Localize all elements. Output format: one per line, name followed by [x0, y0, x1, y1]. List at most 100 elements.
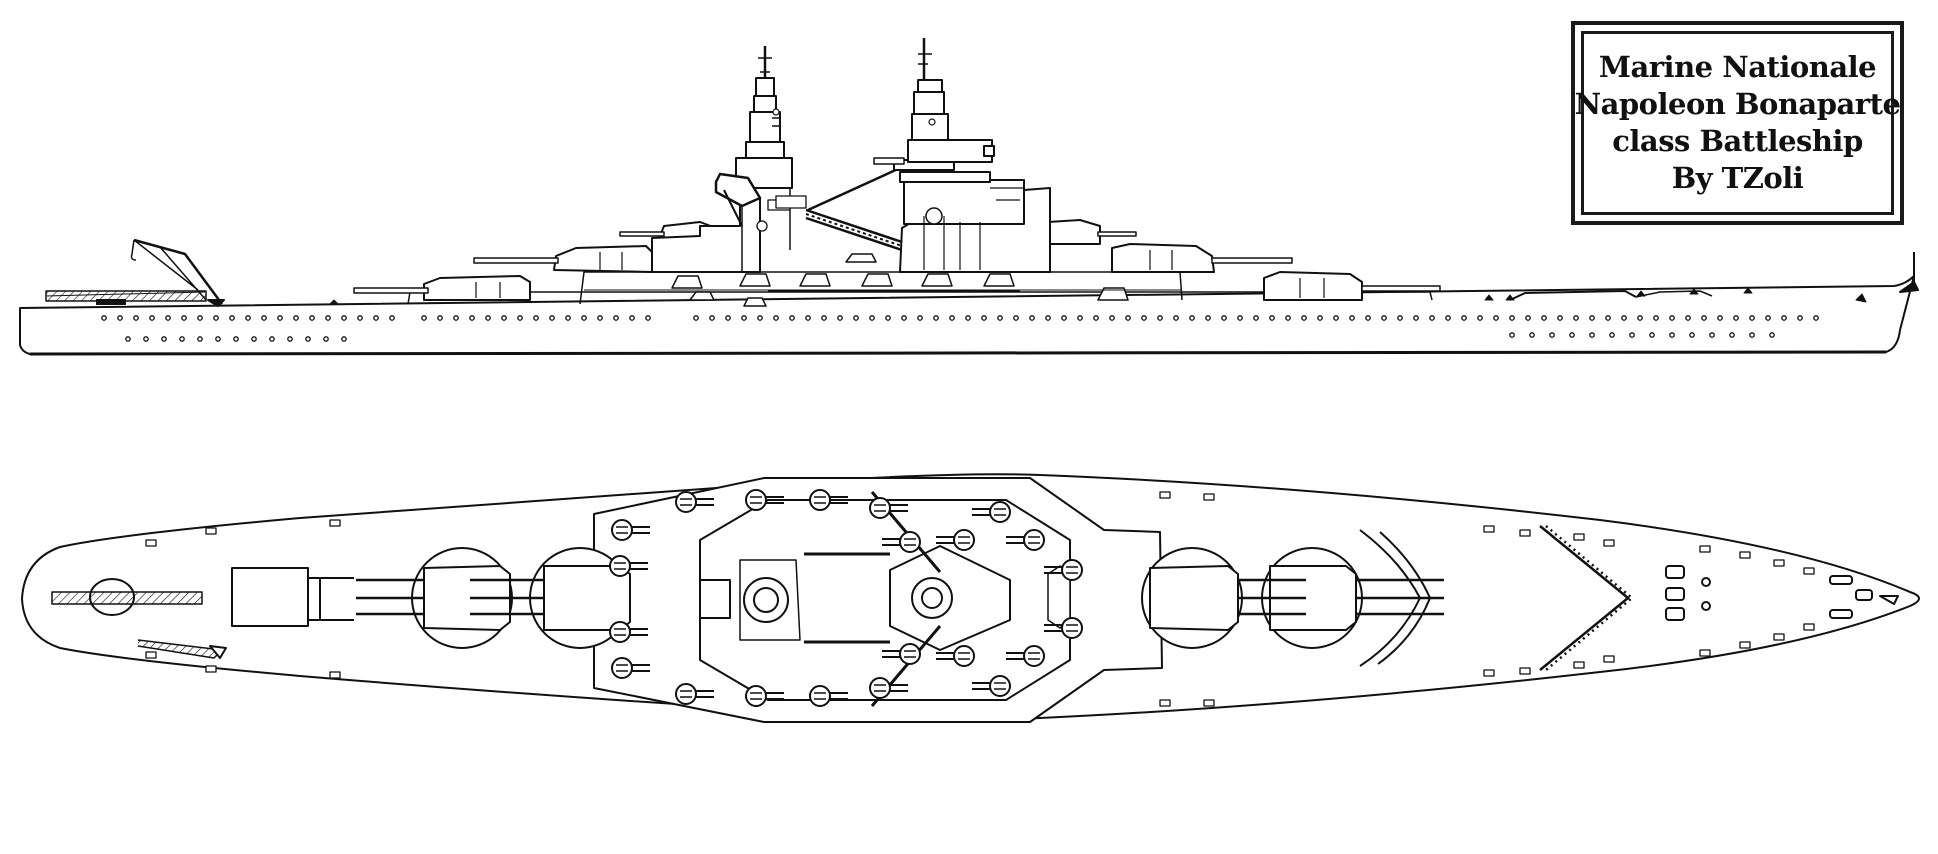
porthole [853, 315, 859, 321]
aa-mount [675, 683, 714, 705]
porthole [1141, 315, 1147, 321]
side-turret-fwd-lower [1263, 271, 1441, 301]
porthole [125, 336, 131, 342]
side-turret-aft-lower [353, 275, 531, 301]
porthole [1709, 332, 1715, 338]
porthole [325, 315, 331, 321]
top-plan-view [21, 473, 1920, 723]
porthole [1669, 315, 1675, 321]
aa-mount [745, 685, 784, 707]
porthole [1669, 332, 1675, 338]
aa-mount [609, 621, 648, 643]
deck-fitting [1203, 493, 1215, 501]
porthole [1629, 332, 1635, 338]
porthole [453, 315, 459, 321]
porthole [1637, 315, 1643, 321]
porthole [1269, 315, 1275, 321]
porthole [1549, 332, 1555, 338]
aa-mount [809, 489, 848, 511]
porthole [709, 315, 715, 321]
porthole [613, 315, 619, 321]
porthole [981, 315, 987, 321]
aa-mount [936, 645, 975, 667]
aa-mount [882, 643, 921, 665]
deck-fitting [1603, 539, 1615, 547]
porthole [1477, 315, 1483, 321]
porthole [1189, 315, 1195, 321]
porthole [933, 315, 939, 321]
porthole [789, 315, 795, 321]
porthole [1365, 315, 1371, 321]
side-aft-tower [651, 46, 807, 273]
porthole [1285, 315, 1291, 321]
deck-fitting [1483, 669, 1495, 677]
aa-mount [1044, 559, 1083, 581]
side-fwd-tower [873, 38, 1051, 273]
porthole [1109, 315, 1115, 321]
porthole [293, 315, 299, 321]
porthole [1717, 315, 1723, 321]
deck-fitting [1699, 649, 1711, 657]
title-class-name: Napoleon Bonaparte [1574, 87, 1901, 121]
porthole [1237, 315, 1243, 321]
porthole [1317, 315, 1323, 321]
deck-fitting [1483, 525, 1495, 533]
porthole [1589, 332, 1595, 338]
porthole [389, 315, 395, 321]
aa-mount [611, 519, 650, 541]
plan-bow-fittings [1665, 565, 1899, 621]
porthole [997, 315, 1003, 321]
porthole [215, 336, 221, 342]
porthole [1765, 315, 1771, 321]
porthole [965, 315, 971, 321]
aa-mount [869, 677, 908, 699]
side-turret-fwd-upper [1111, 243, 1293, 273]
deck-fitting [205, 665, 217, 673]
porthole [277, 315, 283, 321]
title-author: By TZoli [1671, 161, 1804, 195]
porthole [869, 315, 875, 321]
deck-fitting [1773, 559, 1785, 567]
deck-fitting [1739, 641, 1751, 649]
porthole [837, 315, 843, 321]
porthole [245, 315, 251, 321]
side-profile-view [19, 38, 1919, 356]
title-plate-inner: Marine Nationale Napoleon Bonaparte clas… [1575, 31, 1901, 215]
porthole [149, 315, 155, 321]
porthole [1013, 315, 1019, 321]
porthole [323, 336, 329, 342]
porthole [1061, 315, 1067, 321]
porthole [269, 336, 275, 342]
porthole [629, 315, 635, 321]
porthole [1749, 315, 1755, 321]
porthole [261, 315, 267, 321]
porthole [181, 315, 187, 321]
plan-breakwater [1359, 525, 1634, 671]
porthole [1509, 315, 1515, 321]
porthole [1509, 332, 1515, 338]
porthole [341, 336, 347, 342]
porthole [549, 315, 555, 321]
deck-fitting [1699, 545, 1711, 553]
porthole [773, 315, 779, 321]
porthole [101, 315, 107, 321]
aa-mount [1044, 617, 1083, 639]
porthole [1685, 315, 1691, 321]
porthole [581, 315, 587, 321]
porthole [645, 315, 651, 321]
porthole [305, 336, 311, 342]
porthole [1461, 315, 1467, 321]
porthole [1173, 315, 1179, 321]
porthole [1609, 332, 1615, 338]
porthole [373, 315, 379, 321]
porthole [1605, 315, 1611, 321]
porthole [165, 315, 171, 321]
deck-fitting [329, 671, 341, 679]
porthole [565, 315, 571, 321]
deck-fitting [329, 519, 341, 527]
title-plate: Marine Nationale Napoleon Bonaparte clas… [1571, 21, 1904, 225]
porthole [1205, 315, 1211, 321]
porthole [1813, 315, 1819, 321]
porthole [357, 315, 363, 321]
